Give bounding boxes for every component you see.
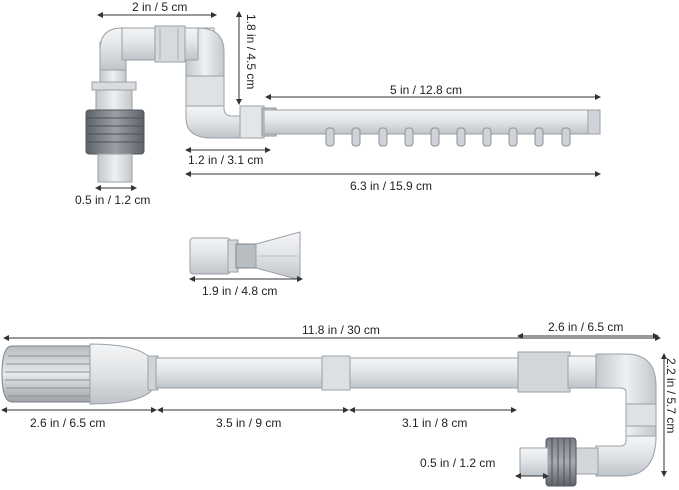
intake-assembly	[1, 343, 657, 487]
outlet-assembly	[85, 25, 601, 183]
intake-connector-label: 0.5 in / 1.2 cm	[420, 456, 496, 470]
flat-nozzle	[189, 231, 301, 281]
intake-dimensions	[1, 333, 667, 479]
outlet-connector-label: 0.5 in / 1.2 cm	[75, 193, 151, 207]
tube2-length-label: 3.1 in / 8 cm	[402, 416, 468, 430]
outlet-total-length-label: 6.3 in / 15.9 cm	[350, 179, 433, 193]
outlet-dimensions	[95, 11, 601, 191]
tube1-length-label: 3.5 in / 9 cm	[216, 416, 282, 430]
nozzle-length-label: 1.9 in / 4.8 cm	[202, 284, 278, 298]
intake-total-label: 11.8 in / 30 cm	[302, 323, 380, 337]
intake-elbow-height-label: 2.2 in / 5.7 cm	[664, 358, 678, 434]
spray-bar-length-label: 5 in / 12.8 cm	[390, 83, 463, 97]
outlet-height-label: 1.8 in / 4.5 cm	[244, 14, 258, 90]
outlet-width-label: 2 in / 5 cm	[132, 0, 188, 14]
elbow-offset-label: 1.2 in / 3.1 cm	[188, 153, 264, 167]
strainer-length-label: 2.6 in / 6.5 cm	[30, 416, 106, 430]
intake-elbow-width-label: 2.6 in / 6.5 cm	[548, 320, 624, 334]
spray-holes	[325, 127, 571, 147]
